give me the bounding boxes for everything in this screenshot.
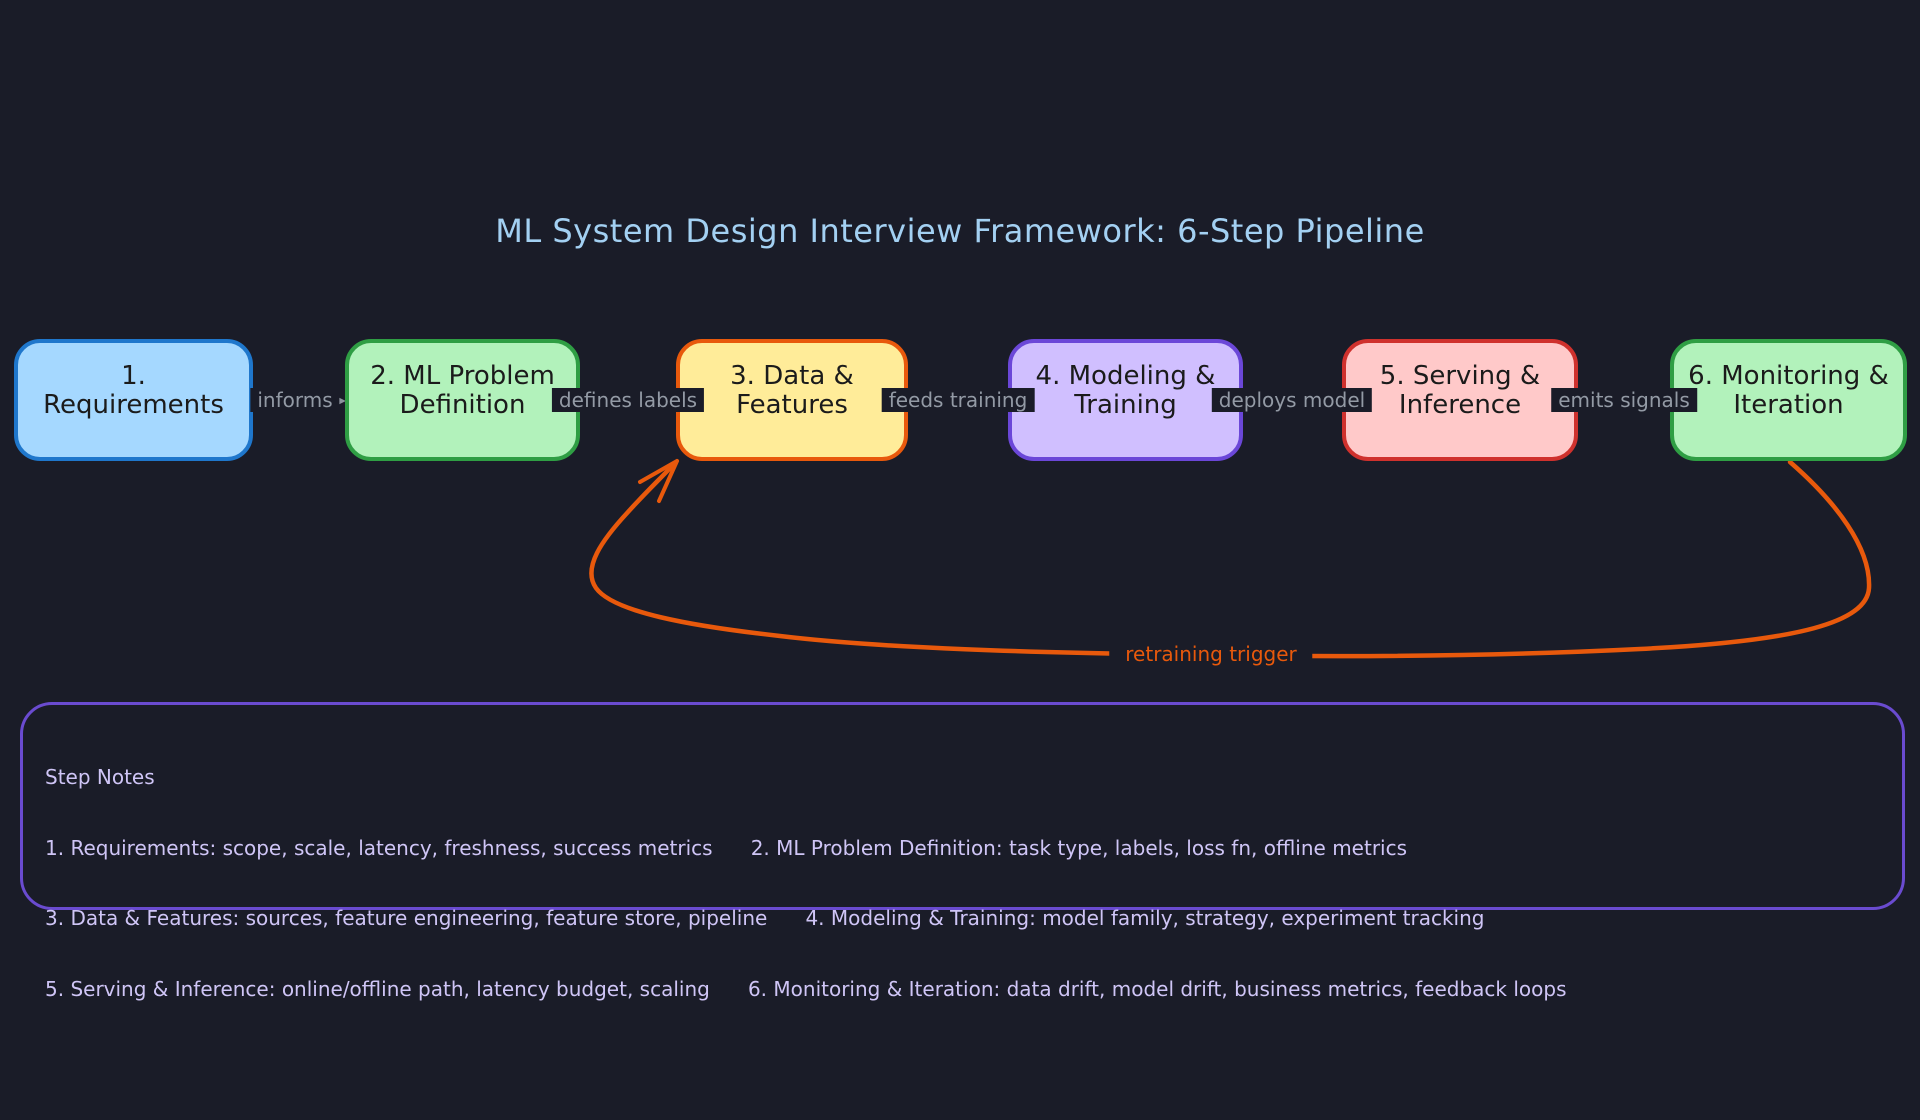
step-box-ml-problem-definition: 2. ML Problem Definition <box>345 339 580 461</box>
step-label: 5. Serving & Inference <box>1379 361 1541 420</box>
step-label: 4. Modeling & Training <box>1035 361 1216 420</box>
step-notes-line-2: 3. Data & Features: sources, feature eng… <box>45 906 1485 930</box>
step-label: 2. ML Problem Definition <box>370 361 555 420</box>
step-box-data-features: 3. Data & Features <box>676 339 908 461</box>
step-notes-content: Step Notes 1. Requirements: scope, scale… <box>45 719 1567 1048</box>
retraining-arrow-path <box>589 459 1872 659</box>
connector-label-informs: informs <box>250 388 340 412</box>
retraining-trigger-label: retraining trigger <box>1109 642 1313 666</box>
step-notes-line-1: 1. Requirements: scope, scale, latency, … <box>45 835 1408 860</box>
step-notes-title: Step Notes <box>45 765 155 789</box>
step-notes-line-3: 5. Serving & Inference: online/offline p… <box>45 976 1567 1001</box>
step-box-requirements: 1. Requirements <box>14 339 253 461</box>
step-box-modeling-training: 4. Modeling & Training <box>1008 339 1243 461</box>
connector-label-emits-signals: emits signals <box>1551 388 1697 412</box>
step-notes-panel: Step Notes 1. Requirements: scope, scale… <box>20 702 1905 1000</box>
step-box-serving-inference: 5. Serving & Inference <box>1342 339 1578 461</box>
step-label: 3. Data & Features <box>730 361 854 420</box>
step-box-monitoring-iteration: 6. Monitoring & Iteration <box>1670 339 1907 461</box>
retraining-arrow <box>589 459 1872 659</box>
step-label: 1. Requirements <box>43 361 224 420</box>
retraining-arrowhead <box>638 459 679 503</box>
step-label: 6. Monitoring & Iteration <box>1688 361 1889 420</box>
connector-label-deploys-model: deploys model <box>1211 388 1373 412</box>
diagram-title: ML System Design Interview Framework: 6-… <box>495 212 1425 250</box>
connector-label-defines-labels: defines labels <box>551 388 705 412</box>
connector-label-feeds-training: feeds training <box>881 388 1035 412</box>
